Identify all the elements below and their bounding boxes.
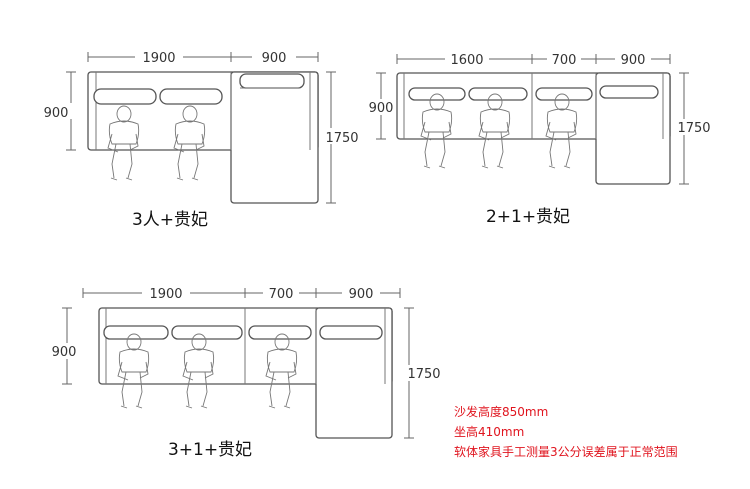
dim-depth: 900 bbox=[369, 101, 394, 116]
dim-width-1: 1900 bbox=[149, 287, 182, 302]
layout-caption: 3+1+贵妃 bbox=[168, 440, 252, 460]
top-dimension-line: 1900 900 bbox=[87, 48, 319, 66]
top-dimension-line: 1900 700 900 bbox=[82, 285, 401, 302]
dim-width-2: 900 bbox=[262, 51, 287, 66]
dim-chaise-length: 1750 bbox=[325, 131, 358, 146]
left-dimension-line: 900 bbox=[42, 71, 76, 151]
layout-caption: 3人+贵妃 bbox=[132, 210, 208, 230]
layout-3-seat-chaise: 1900 900 900 1750 bbox=[42, 48, 363, 230]
right-dimension-line: 1750 bbox=[323, 71, 363, 204]
dim-depth: 900 bbox=[52, 345, 77, 360]
dim-width-1: 1600 bbox=[450, 53, 483, 68]
layout-2-1-chaise: 1600 700 900 900 1750 bbox=[366, 51, 716, 227]
sofa-outline bbox=[98, 307, 393, 439]
layout-caption: 2+1+贵妃 bbox=[486, 207, 570, 227]
dim-width-1: 1900 bbox=[142, 51, 175, 66]
top-dimension-line: 1600 700 900 bbox=[396, 51, 671, 68]
note-seat-height: 坐高410mm bbox=[454, 424, 524, 439]
layout-3-1-chaise: 1900 700 900 900 1750 bbox=[50, 285, 442, 460]
sofa-outline bbox=[87, 71, 319, 204]
dim-width-2: 700 bbox=[269, 287, 294, 302]
note-sofa-height: 沙发高度850mm bbox=[454, 404, 548, 419]
left-dimension-line: 900 bbox=[50, 307, 80, 385]
dim-chaise-length: 1750 bbox=[407, 367, 440, 382]
dim-width-3: 900 bbox=[621, 53, 646, 68]
sofa-outline bbox=[396, 72, 671, 185]
right-dimension-line: 1750 bbox=[676, 72, 716, 185]
right-dimension-line: 1750 bbox=[400, 307, 442, 439]
dim-depth: 900 bbox=[44, 106, 69, 121]
note-tolerance: 软体家具手工测量3公分误差属于正常范围 bbox=[454, 444, 678, 459]
spec-notes: 沙发高度850mm 坐高410mm 软体家具手工测量3公分误差属于正常范围 bbox=[454, 404, 678, 459]
dim-width-2: 700 bbox=[552, 53, 577, 68]
left-dimension-line: 900 bbox=[366, 72, 396, 140]
dim-chaise-length: 1750 bbox=[677, 121, 710, 136]
dim-width-3: 900 bbox=[349, 287, 374, 302]
